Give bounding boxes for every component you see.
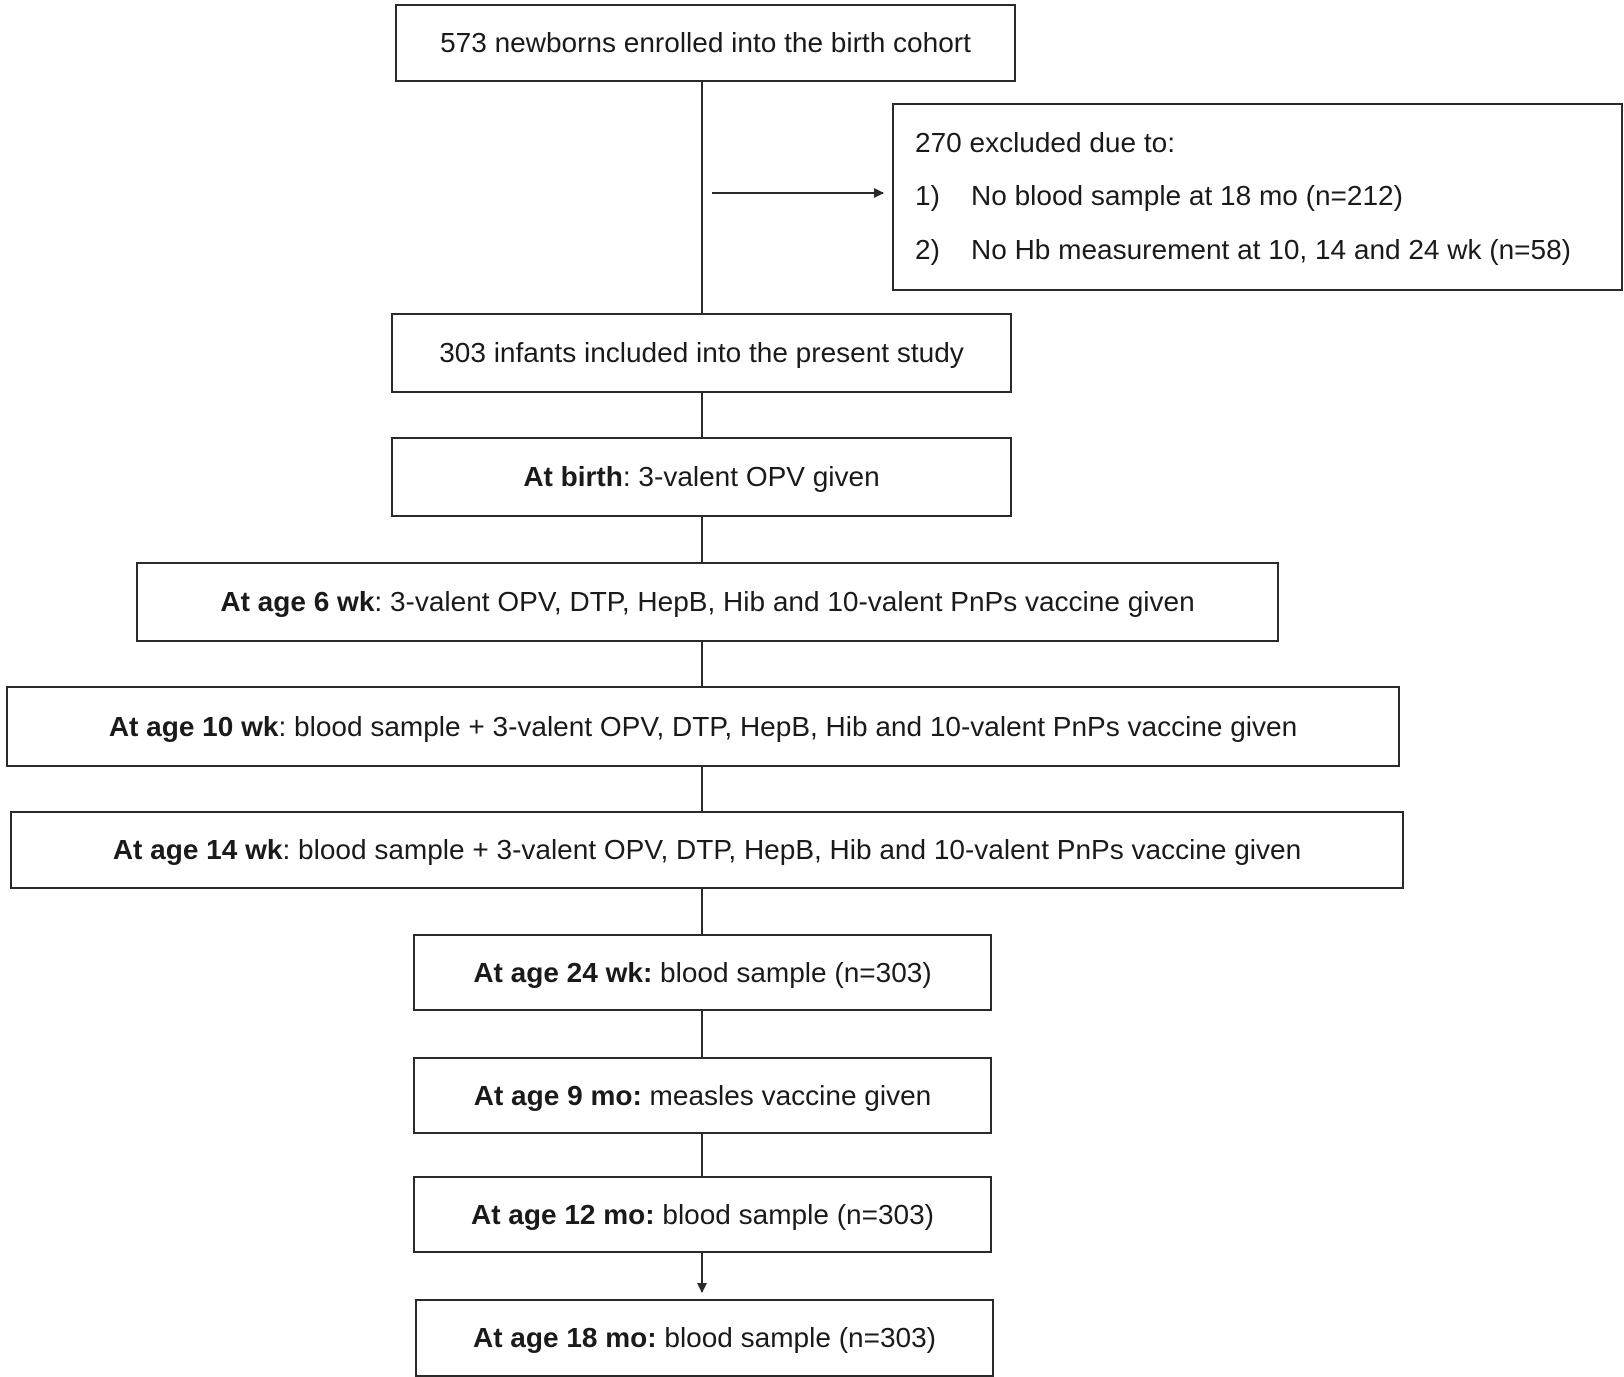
- step-separator: :: [374, 586, 383, 617]
- step-separator: :: [622, 461, 631, 492]
- step-text: blood sample (n=303): [656, 1322, 936, 1353]
- step-label: At age 18 mo:: [472, 1322, 657, 1353]
- enrolled-text: 573 newborns enrolled into the birth coh…: [440, 27, 971, 58]
- exclusion-item-number: 1): [915, 180, 940, 211]
- step-label: At age 6 wk: [220, 586, 375, 617]
- step-separator: :: [278, 710, 287, 742]
- exclusion-item: 2) No Hb measurement at 10, 14 and 24 wk …: [915, 234, 1571, 266]
- enrolled-box: 573 newborns enrolled into the birth coh…: [395, 4, 1016, 82]
- step-label: At age 10 wk: [108, 710, 279, 742]
- step-label: At age 9 mo:: [473, 1079, 642, 1111]
- step-6wk-box: At age 6 wk: 3-valent OPV, DTP, HepB, Hi…: [136, 562, 1279, 642]
- exclusion-item-text: No blood sample at 18 mo (n=212): [971, 180, 1403, 211]
- exclusion-box: 270 excluded due to: 1) No blood sample a…: [892, 103, 1623, 291]
- step-text: blood sample + 3-valent OPV, DTP, HepB, …: [290, 834, 1302, 865]
- step-label: At age 14 wk: [112, 834, 283, 865]
- step-birth-box: At birth: 3-valent OPV given: [391, 437, 1012, 517]
- step-text: 3-valent OPV given: [630, 461, 880, 492]
- included-text: 303 infants included into the present st…: [439, 337, 964, 368]
- step-text: blood sample (n=303): [652, 956, 932, 988]
- step-14wk-box: At age 14 wk: blood sample + 3-valent OP…: [10, 811, 1404, 889]
- step-text: 3-valent OPV, DTP, HepB, Hib and 10-vale…: [382, 586, 1195, 617]
- step-text: blood sample + 3-valent OPV, DTP, HepB, …: [286, 710, 1298, 742]
- exclusion-item-text: No Hb measurement at 10, 14 and 24 wk (n…: [971, 234, 1572, 265]
- step-9mo-box: At age 9 mo: measles vaccine given: [413, 1057, 992, 1134]
- exclusion-item: 1) No blood sample at 18 mo (n=212): [915, 180, 1403, 212]
- exclusion-item-number: 2): [915, 234, 940, 265]
- step-10wk-box: At age 10 wk: blood sample + 3-valent OP…: [6, 686, 1400, 767]
- step-separator: :: [282, 834, 291, 865]
- step-text: measles vaccine given: [641, 1079, 932, 1111]
- step-12mo-box: At age 12 mo: blood sample (n=303): [413, 1176, 992, 1253]
- step-18mo-box: At age 18 mo: blood sample (n=303): [415, 1299, 994, 1377]
- step-label: At birth: [523, 461, 623, 492]
- step-label: At age 12 mo:: [470, 1198, 655, 1230]
- exclusion-title: 270 excluded due to:: [915, 127, 1175, 158]
- included-box: 303 infants included into the present st…: [391, 313, 1012, 393]
- step-label: At age 24 wk:: [473, 956, 653, 988]
- step-text: blood sample (n=303): [654, 1198, 934, 1230]
- step-24wk-box: At age 24 wk: blood sample (n=303): [413, 934, 992, 1011]
